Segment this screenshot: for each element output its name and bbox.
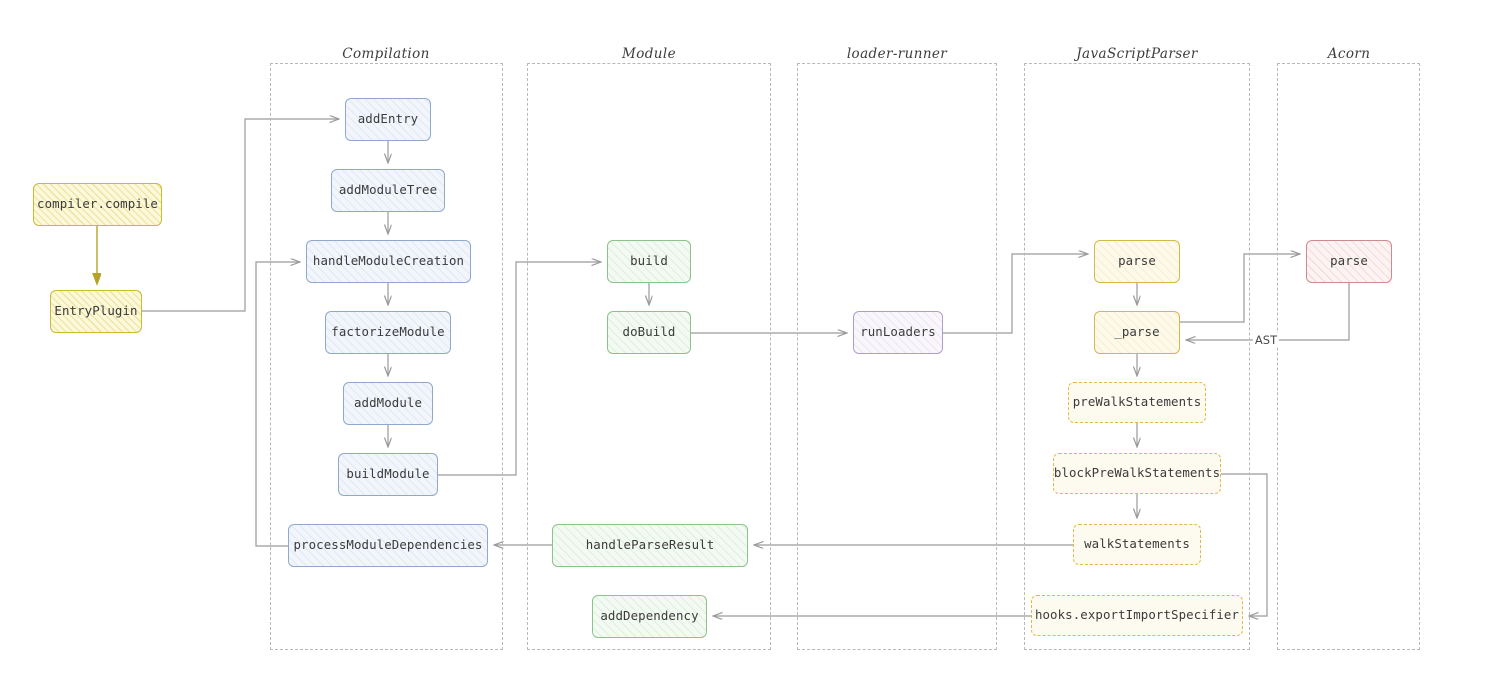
group-label-compilation: Compilation: [342, 46, 430, 62]
node-add-entry[interactable]: addEntry: [345, 98, 431, 141]
node-walk-statements[interactable]: walkStatements: [1073, 524, 1201, 565]
node-process-module-dependencies[interactable]: processModuleDependencies: [288, 524, 488, 567]
edge-entry-plugin-to-add-entry: [142, 119, 339, 312]
node-build[interactable]: build: [607, 240, 691, 283]
edge-build-module-to-build: [438, 262, 601, 476]
edge-process-module-dependencies-to-handle-module-creation: [255, 262, 300, 547]
edge-run-loaders-to-js-parse: [943, 254, 1088, 334]
node-factorize-module[interactable]: factorizeModule: [325, 311, 451, 354]
node-entry-plugin[interactable]: EntryPlugin: [50, 290, 142, 333]
edge-js-underscore-parse-to-acorn-parse: [1180, 254, 1300, 323]
node-add-module-tree[interactable]: addModuleTree: [331, 169, 445, 212]
group-loader-runner: [797, 63, 997, 650]
node-handle-module-creation[interactable]: handleModuleCreation: [306, 240, 471, 283]
node-handle-parse-result[interactable]: handleParseResult: [552, 524, 748, 567]
node-acorn-parse[interactable]: parse: [1306, 240, 1392, 283]
node-compiler-compile[interactable]: compiler.compile: [33, 183, 162, 226]
group-label-javascriptparser: JavaScriptParser: [1076, 46, 1198, 62]
group-javascriptparser: [1024, 63, 1250, 650]
group-acorn: [1277, 63, 1420, 650]
node-js-underscore-parse[interactable]: _parse: [1094, 311, 1180, 354]
node-add-dependency[interactable]: addDependency: [592, 595, 707, 638]
node-hooks-export-import-specifier[interactable]: hooks.exportImportSpecifier: [1031, 595, 1243, 636]
node-pre-walk-statements[interactable]: preWalkStatements: [1068, 382, 1206, 423]
group-label-module: Module: [622, 46, 676, 62]
edge-label-ast: AST: [1252, 333, 1280, 347]
node-build-module[interactable]: buildModule: [338, 453, 438, 496]
edge-acorn-parse-to-js-underscore-parse: [1186, 283, 1350, 340]
node-block-pre-walk-statements[interactable]: blockPreWalkStatements: [1053, 453, 1221, 494]
edge-block-pre-walk-statements-to-hooks-export-import-specifier: [1221, 473, 1268, 616]
group-module: [527, 63, 771, 650]
node-do-build[interactable]: doBuild: [607, 311, 691, 354]
group-compilation: [270, 63, 503, 650]
node-js-parse[interactable]: parse: [1094, 240, 1180, 283]
group-label-acorn: Acorn: [1327, 46, 1371, 62]
group-label-loader-runner: loader-runner: [846, 46, 948, 62]
node-run-loaders[interactable]: runLoaders: [853, 311, 943, 354]
node-add-module[interactable]: addModule: [343, 382, 433, 425]
